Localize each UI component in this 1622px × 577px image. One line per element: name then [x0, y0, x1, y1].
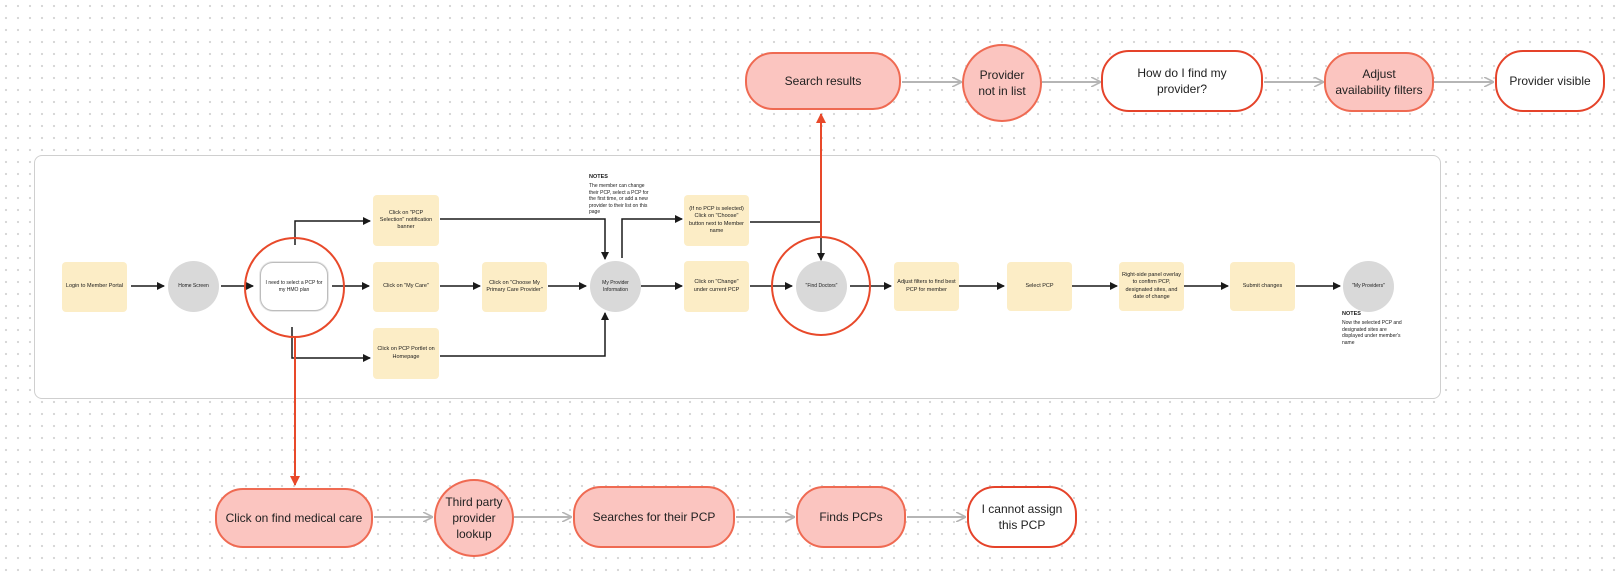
step-adjust-filters: Adjust filters to find best PCP for memb… [894, 262, 959, 311]
bottom-flow-finds-pcps: Finds PCPs [796, 486, 906, 548]
top-flow-how-find-provider: How do I find my provider? [1101, 50, 1263, 112]
highlight-ring-find-doctors [771, 236, 871, 336]
step-no-pcp-choose: (If no PCP is selected) Click on "Choose… [684, 195, 749, 246]
step-my-providers: "My Providers" [1343, 261, 1394, 312]
step-pcp-portlet: Click on PCP Portlet on Homepage [373, 328, 439, 379]
bottom-flow-cannot-assign: I cannot assign this PCP [967, 486, 1077, 548]
note-my-providers: NOTES Now the selected PCP and designate… [1342, 311, 1402, 346]
bottom-flow-find-medical-care: Click on find medical care [215, 488, 373, 548]
step-my-care: Click on "My Care" [373, 262, 439, 312]
step-select-pcp: Select PCP [1007, 262, 1072, 311]
step-pcp-selection-banner: Click on "PCP Selection" notification ba… [373, 195, 439, 246]
step-provider-information: My Provider Information [590, 261, 641, 312]
step-confirm-overlay: Right-side panel overlay to confirm PCP,… [1119, 262, 1184, 311]
step-change-pcp: Click on "Change" under current PCP [684, 261, 749, 312]
step-choose-primary: Click on "Choose My Primary Care Provide… [482, 262, 547, 312]
top-flow-provider-not-in-list: Provider not in list [962, 44, 1042, 122]
step-home-screen: Home Screen [168, 261, 219, 312]
note-provider-page: NOTES The member can change their PCP, s… [589, 174, 649, 216]
top-flow-provider-visible: Provider visible [1495, 50, 1605, 112]
step-submit-changes: Submit changes [1230, 262, 1295, 311]
highlight-ring-need-pcp [244, 237, 345, 338]
top-flow-adjust-filters: Adjust availability filters [1324, 52, 1434, 112]
bottom-flow-third-party-lookup: Third party provider lookup [434, 479, 514, 557]
step-login: Login to Member Portal [62, 262, 127, 312]
bottom-flow-searches-pcp: Searches for their PCP [573, 486, 735, 548]
top-flow-search-results: Search results [745, 52, 901, 110]
